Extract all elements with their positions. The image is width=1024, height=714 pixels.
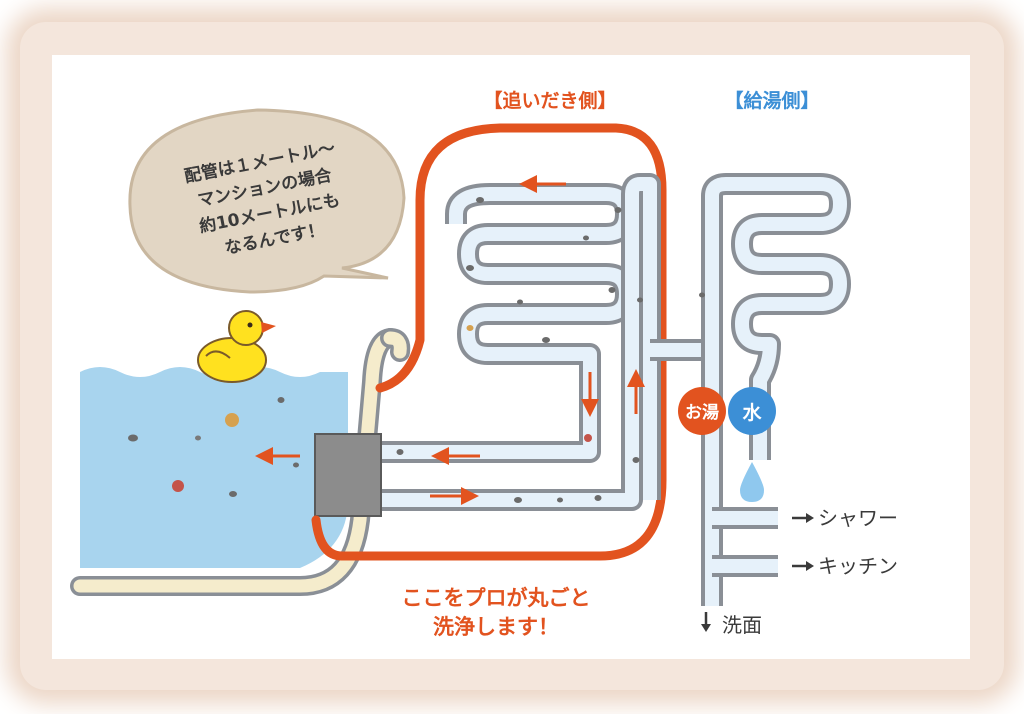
hot-water-label: お湯 (685, 403, 719, 423)
bath-water (80, 367, 348, 568)
oidaki-pipes (255, 173, 712, 511)
water-drop-icon (740, 462, 764, 502)
cleaning-boundary (337, 123, 667, 561)
kyuto-side-heading: 【給湯側】 (724, 89, 819, 112)
cleaning-line-1: ここをプロが丸ごと (402, 586, 591, 610)
kitchen-label: キッチン (818, 554, 898, 578)
cold-water-badge: 水 (728, 387, 776, 435)
bathtub (70, 328, 411, 596)
speech-bubble: 配管は１メートル〜 マンションの場合 約10メートルにも なるんです！ (128, 108, 406, 294)
outlet-kitchen: キッチン (792, 554, 898, 578)
shower-label: シャワー (818, 506, 898, 530)
outlet-washbasin: 洗面 (701, 612, 762, 637)
outlet-shower: シャワー (792, 506, 898, 530)
hot-water-badge: お湯 (678, 387, 726, 435)
washbasin-label: 洗面 (722, 613, 762, 637)
oidaki-side-heading: 【追いだき側】 (483, 89, 616, 112)
rubber-duck-icon (197, 310, 276, 383)
cold-water-label: 水 (742, 402, 762, 424)
cleaning-line-2: 洗浄します！ (433, 615, 559, 639)
heater-box (314, 433, 382, 517)
